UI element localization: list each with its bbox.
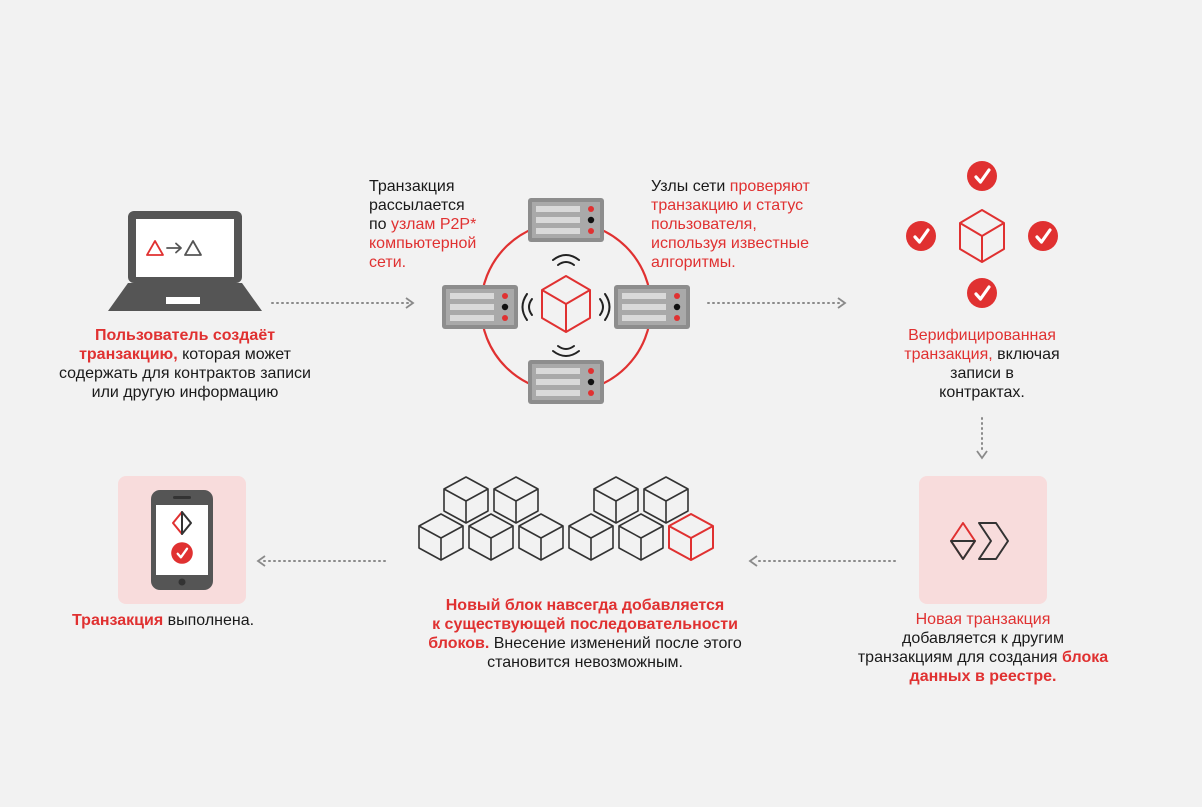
verified-text-2: включая xyxy=(992,346,1060,363)
validate-highlight-3: пользователя, xyxy=(651,216,757,233)
arrow-right-1 xyxy=(271,297,415,309)
chain-highlight-2: к существующей последовательности xyxy=(432,616,738,633)
verified-text-3: записи в xyxy=(950,365,1014,382)
p2p-network-icon xyxy=(442,198,690,404)
verified-highlight-1: Верифицированная xyxy=(908,327,1056,344)
check-left-icon xyxy=(904,219,938,253)
smartphone-check-icon xyxy=(118,476,246,604)
laptop-icon xyxy=(108,211,262,311)
chain-text-3: Внесение изменений после этого xyxy=(489,635,742,652)
server-bottom-icon xyxy=(528,360,604,404)
new-block-highlight-1: Новая транзакция xyxy=(915,611,1051,628)
create-text-3: содержать для контрактов записи xyxy=(59,365,311,382)
signal-waves-icon xyxy=(521,254,611,357)
transaction-block-icon xyxy=(919,476,1047,604)
arrow-right-2 xyxy=(707,297,847,309)
new-block-highlight-3: блока xyxy=(1062,649,1109,666)
validate-highlight-1: проверяют xyxy=(729,178,810,195)
broadcast-highlight-5: сети. xyxy=(369,254,407,271)
check-bottom-icon xyxy=(965,276,999,310)
new-block-text-3: транзакциям для создания xyxy=(857,649,1063,666)
validate-highlight-4: используя известные xyxy=(651,235,809,252)
done-highlight: Транзакция xyxy=(72,612,164,629)
new-block-highlight-4: данных в реестре. xyxy=(909,668,1057,685)
server-right-icon xyxy=(614,285,690,329)
new-block-cube-icon xyxy=(668,513,714,561)
verified-highlight-2: транзакция, xyxy=(904,346,993,363)
broadcast-text-2: рассылается xyxy=(369,197,465,214)
broadcast-highlight-3: узлам P2P* xyxy=(391,216,477,233)
create-highlight-2: транзакцию, xyxy=(79,346,178,363)
validate-highlight-5: алгоритмы. xyxy=(651,254,736,271)
new-block-text-2: добавляется к другим xyxy=(902,630,1064,647)
chain-text-4: становится невозможным. xyxy=(487,654,683,671)
check-top-icon xyxy=(965,159,999,193)
validate-text-1: Узлы сети xyxy=(651,178,730,195)
validate-highlight-2: транзакцию и статус xyxy=(651,197,804,214)
arrow-left-2 xyxy=(256,555,386,567)
step-chain-text: Новый блок навсегда добавляется к сущест… xyxy=(385,596,785,672)
step-create-text: Пользователь создаёт транзакцию, которая… xyxy=(58,326,312,402)
arrow-down xyxy=(976,417,988,460)
step-validate-text: Узлы сети проверяют транзакцию и статус … xyxy=(651,177,851,272)
server-top-icon xyxy=(528,198,604,242)
chain-highlight-1: Новый блок навсегда добавляется xyxy=(445,597,725,614)
broadcast-text-1: Транзакция xyxy=(369,178,455,195)
check-right-icon xyxy=(1026,219,1060,253)
arrow-left-1 xyxy=(748,555,896,567)
step-new-block-text: Новая транзакция добавляется к другим тр… xyxy=(838,610,1128,686)
cube-with-checkmarks-icon xyxy=(904,159,1060,310)
server-left-icon xyxy=(442,285,518,329)
step-broadcast-text: Транзакция рассылается по узлам P2P* ком… xyxy=(369,177,519,272)
done-text: выполнена. xyxy=(163,612,255,629)
chain-highlight-3: блоков. xyxy=(428,635,490,652)
create-text-4: или другую информацию xyxy=(91,384,279,401)
create-text-2: которая может xyxy=(177,346,291,363)
cube-outline-icon xyxy=(959,209,1005,263)
verified-text-4: контрактах. xyxy=(939,384,1025,401)
step-verified-text: Верифицированная транзакция, включая зап… xyxy=(872,326,1092,402)
central-cube-icon xyxy=(541,275,591,333)
create-highlight-1: Пользователь создаёт xyxy=(94,327,276,344)
blockchain-cubes-icon xyxy=(418,476,714,561)
broadcast-text-3: по xyxy=(369,216,392,233)
step-done-text: Транзакция выполнена. xyxy=(72,611,312,630)
broadcast-highlight-4: компьютерной xyxy=(369,235,477,252)
